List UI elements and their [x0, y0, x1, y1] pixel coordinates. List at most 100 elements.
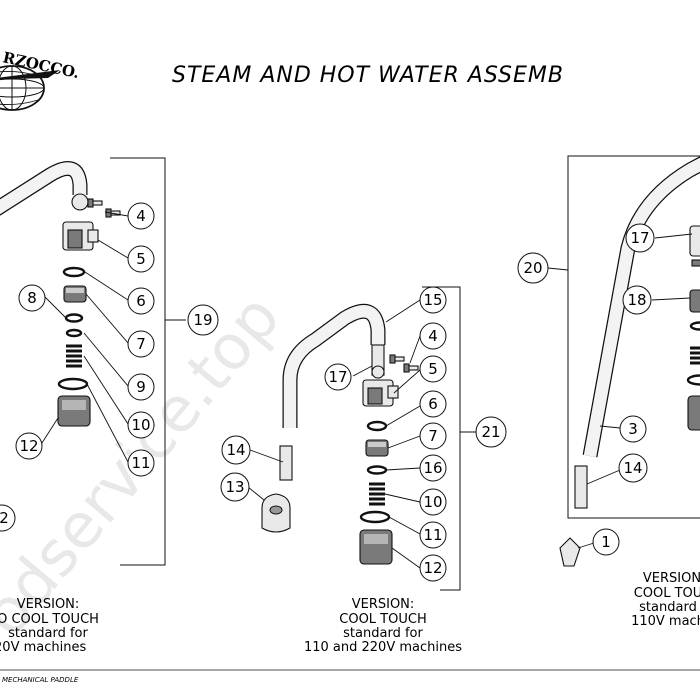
svg-text:10: 10 [423, 493, 442, 511]
version-caption-right: VERSION COOL TOU standard 110V mach [631, 571, 700, 629]
svg-text:11: 11 [423, 526, 442, 544]
svg-text:14: 14 [623, 459, 642, 477]
callout-6: 6 [419, 390, 447, 418]
svg-text:5: 5 [428, 360, 438, 378]
elbow-body-part [689, 225, 700, 267]
callout-15: 15 [419, 286, 447, 314]
svg-text:12: 12 [19, 437, 38, 455]
svg-text:VERSION:: VERSION: [352, 597, 415, 612]
svg-text:20: 20 [523, 259, 542, 277]
svg-text:COOL TOUCH: COOL TOUCH [339, 612, 426, 627]
o-ring-part [366, 420, 388, 432]
sleeve-part [574, 465, 588, 509]
version-caption-left: VERSION: O COOL TOUCH standard for 220V … [0, 597, 99, 655]
callout-1: 1 [592, 528, 620, 556]
gasket-part [686, 374, 700, 386]
nut-part [63, 285, 87, 303]
svg-text:220V machines: 220V machines [0, 640, 86, 655]
callout-2: 2 [0, 504, 16, 532]
callouts: 4 5 6 7 8 9 10 11 12 19 15 4 17 5 6 7 21… [0, 202, 655, 582]
washer-part [65, 328, 83, 338]
right-assembly [547, 155, 700, 567]
brand-logo: RZOCCO. [0, 48, 81, 111]
callout-5: 5 [419, 355, 447, 383]
callout-8: 8 [18, 284, 46, 312]
svg-text:9: 9 [136, 378, 146, 396]
callout-3: 3 [619, 415, 647, 443]
svg-text:VERSION:: VERSION: [17, 597, 80, 612]
version-caption-center: VERSION: COOL TOUCH standard for 110 and… [304, 597, 462, 655]
nut-part [689, 289, 700, 313]
tip-nut-part [57, 395, 91, 427]
callout-14: 14 [221, 435, 251, 465]
svg-text:standard for: standard for [343, 626, 423, 641]
callout-9: 9 [127, 373, 155, 401]
callout-5: 5 [127, 245, 155, 273]
svg-text:8: 8 [27, 289, 37, 307]
steam-tip-part [559, 537, 581, 567]
callout-17: 17 [625, 223, 655, 253]
svg-text:standard: standard [639, 600, 697, 615]
svg-text:6: 6 [428, 395, 438, 413]
callout-14: 14 [618, 453, 648, 483]
stem-part [371, 344, 385, 379]
callout-18: 18 [622, 285, 652, 315]
callout-11: 11 [127, 449, 155, 477]
screw-part [389, 354, 419, 373]
page-title: STEAM AND HOT WATER ASSEMB [172, 63, 564, 88]
svg-text:2: 2 [0, 509, 9, 527]
gasket-part [359, 510, 391, 524]
callout-10: 10 [419, 488, 447, 516]
svg-text:VERSION: VERSION [643, 571, 700, 586]
svg-text:O COOL TOUCH: O COOL TOUCH [0, 612, 99, 627]
o-ring-part [62, 266, 86, 278]
center-assembly [247, 286, 478, 591]
callout-17: 17 [324, 363, 352, 391]
svg-text:12: 12 [423, 559, 442, 577]
callout-19: 19 [187, 304, 219, 336]
svg-text:13: 13 [225, 478, 244, 496]
callout-16: 16 [419, 454, 447, 482]
svg-text:10: 10 [131, 416, 150, 434]
svg-text:15: 15 [423, 291, 442, 309]
left-assembly [0, 157, 186, 566]
elbow-body-part [62, 221, 99, 251]
svg-text:4: 4 [428, 327, 438, 345]
svg-text:110 and 220V machines: 110 and 220V machines [304, 640, 462, 655]
callout-4: 4 [127, 202, 155, 230]
callout-21: 21 [475, 416, 507, 448]
sleeve-part [279, 445, 293, 481]
svg-text:17: 17 [328, 368, 347, 386]
svg-text:110V mach: 110V mach [631, 614, 700, 629]
gasket-part [57, 377, 89, 391]
svg-text:11: 11 [131, 454, 150, 472]
callout-7: 7 [127, 330, 155, 358]
washer-part [689, 321, 700, 331]
svg-text:standard for: standard for [8, 626, 88, 641]
callout-10: 10 [127, 411, 155, 439]
svg-text:7: 7 [428, 427, 438, 445]
cover-part [261, 493, 291, 533]
screw-part [87, 198, 121, 218]
svg-text:16: 16 [423, 459, 442, 477]
svg-text:17: 17 [630, 229, 649, 247]
svg-text:4: 4 [136, 207, 146, 225]
svg-text:18: 18 [627, 291, 646, 309]
spring-part [369, 482, 385, 506]
callout-20: 20 [517, 252, 549, 284]
svg-text:14: 14 [226, 441, 245, 459]
callout-4: 4 [419, 322, 447, 350]
washer-part [366, 465, 388, 475]
globe-icon [0, 65, 60, 111]
spring-part [690, 346, 700, 365]
spring-part [66, 344, 82, 368]
callout-12: 12 [419, 554, 447, 582]
callout-11: 11 [419, 521, 447, 549]
footer-text: MECHANICAL PADDLE [2, 676, 79, 684]
svg-text:3: 3 [628, 420, 638, 438]
svg-text:6: 6 [136, 292, 146, 310]
svg-text:COOL TOU: COOL TOU [634, 586, 700, 601]
elbow-body-part [362, 379, 399, 407]
svg-text:19: 19 [193, 311, 212, 329]
